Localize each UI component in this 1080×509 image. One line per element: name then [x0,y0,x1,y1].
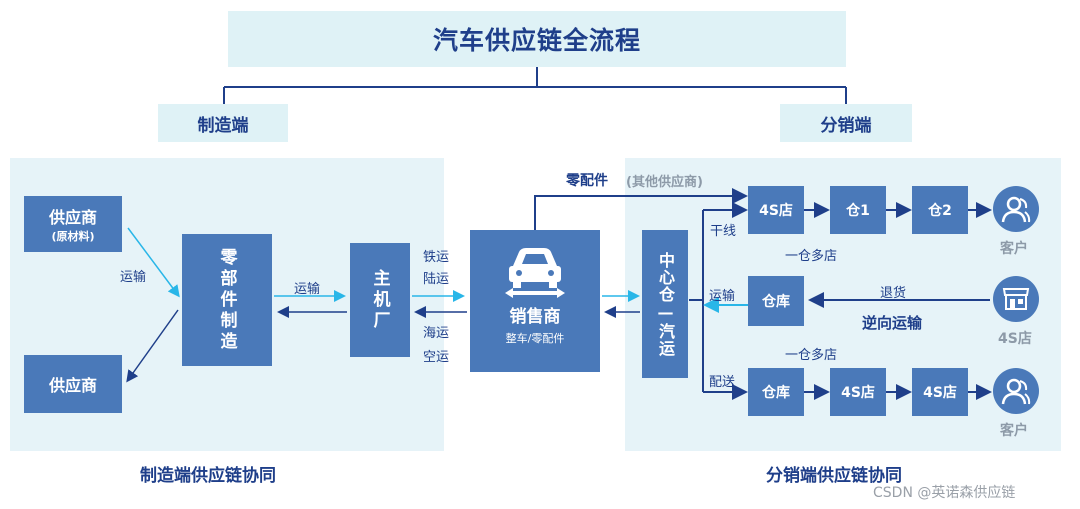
mode-sea: 海运 [423,326,450,341]
distribution-header: 分销端 [780,104,912,142]
mainline-label: 干线 [710,224,737,239]
return-label: 退货 [880,286,907,301]
page-title: 汽车供应链全流程 [228,11,846,67]
supplier-raw-label: 供应商 [48,208,97,227]
manufacturing-header: 制造端 [158,104,288,142]
delivery-label: 配送 [709,375,736,390]
transport-label-2: 运输 [294,282,321,297]
row3-4s-store-1: 4S店 [830,368,886,416]
central-warehouse-block: 中心仓—汽运 [642,230,688,378]
transport-label-3: 运输 [709,289,736,304]
row1-4s-store: 4S店 [748,186,804,234]
row3-4s-store-2: 4S店 [912,368,968,416]
seller-block: 销售商 整车/零配件 [470,230,600,372]
transport-label-1: 运输 [120,270,147,285]
supplier-raw-sub: (原材料) [51,230,95,243]
distribution-footer: 分销端供应链协同 [766,466,902,486]
row3-warehouse: 仓库 [748,368,804,416]
parts-manufacturing-block: 零部件制造 [182,234,272,366]
supplier-block: 供应商 [24,355,122,413]
customer-icon [993,368,1039,414]
parts-line-note: (其他供应商) [626,175,703,190]
one-warehouse-many-stores-2: 一仓多店 [785,348,838,363]
reverse-transport-label: 逆向运输 [862,314,923,332]
supplier-raw-block: 供应商 (原材料) [24,196,122,252]
seller-label: 销售商 [509,307,561,327]
seller-sub: 整车/零配件 [505,332,565,345]
store-label: 4S店 [998,331,1032,347]
row1-warehouse-1: 仓1 [830,186,886,234]
customer-label-1: 客户 [1000,241,1028,257]
watermark: CSDN @英诺森供应链 [873,485,1016,501]
car-icon [505,248,565,298]
parts-line-label: 零配件 [566,173,608,189]
oem-block: 主机厂 [350,243,410,357]
one-warehouse-many-stores-1: 一仓多店 [785,249,838,264]
mode-road: 陆运 [423,272,450,287]
customer-label-2: 客户 [1000,423,1028,439]
mode-air: 空运 [423,350,450,365]
manufacturing-footer: 制造端供应链协同 [140,466,276,486]
store-icon [993,276,1039,322]
mode-rail: 铁运 [423,250,450,265]
row1-warehouse-2: 仓2 [912,186,968,234]
row2-warehouse: 仓库 [748,276,804,326]
customer-icon [993,186,1039,232]
